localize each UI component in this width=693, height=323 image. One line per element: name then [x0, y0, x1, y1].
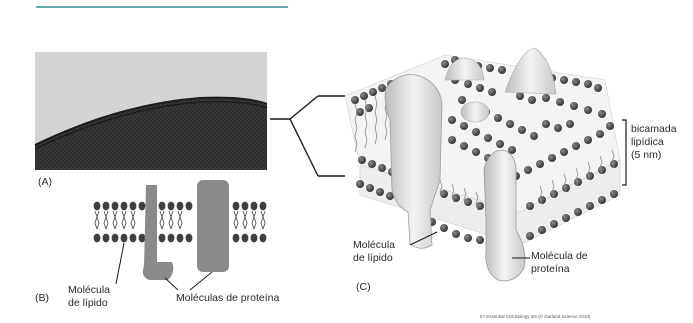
panel-a-label: (A) [38, 176, 52, 189]
panel-b-label: (B) [35, 292, 49, 305]
panel-c-protein-label-line2: proteína [531, 263, 570, 276]
protein-shape-large [197, 180, 229, 272]
bilayer-schematic-panel-b [94, 180, 267, 290]
panel-c-protein-label-line1: Molécula de [531, 250, 588, 263]
protein-3d-small-top [461, 102, 489, 122]
protein-shape-small [143, 185, 174, 280]
bilayer-label-line2: lipídica [631, 136, 664, 149]
panel-b-lipid-label-line2: de lípido [68, 297, 108, 310]
source-credit: In: Essential Cell Biology 3/e (© Garlan… [480, 310, 590, 323]
zoom-connector [270, 96, 345, 176]
bilayer-label-line1: bicamada [631, 123, 677, 136]
panel-b-protein-label: Moléculas de proteína [176, 292, 279, 305]
panel-b-lipid-label-line1: Molécula [68, 284, 110, 297]
panel-c-lipid-label-line1: Molécula [353, 239, 395, 252]
bilayer-label-line3: (5 nm) [631, 149, 661, 162]
lipid-heads-bottom [94, 234, 267, 243]
lipid-heads-top [94, 202, 267, 211]
lipid-tails [95, 211, 265, 229]
bilayer-bracket [622, 120, 626, 185]
panel-c-label: (C) [356, 281, 371, 294]
micrograph-panel-a [35, 52, 267, 170]
panel-c-lipid-label-line2: de lípido [353, 252, 393, 265]
